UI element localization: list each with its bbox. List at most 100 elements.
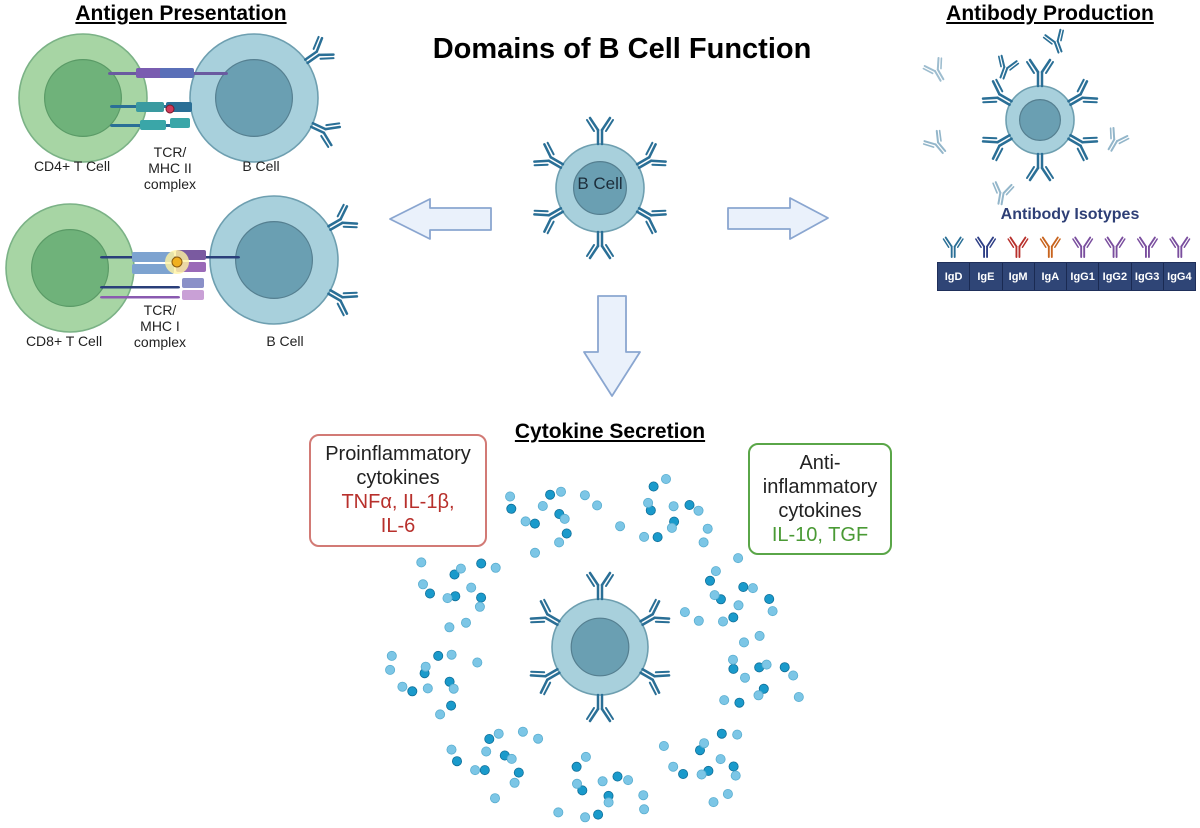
cytokine-dot-6-13	[533, 733, 544, 744]
cytokine-dot-0-3	[561, 528, 572, 539]
arrow-down	[583, 295, 641, 397]
cytokine-dot-8-9	[699, 738, 710, 749]
cytokine-dot-6-11	[509, 777, 520, 788]
cytokine-dot-6-12	[446, 744, 457, 755]
mhc2-complex-line1: TCR/	[153, 144, 187, 160]
cytokine-dot-5-2	[728, 663, 739, 674]
cytokine-dot-2-13	[444, 622, 455, 633]
b-cell-center-antibody-icon-3	[586, 230, 614, 260]
b-cell-bottom-antibody-icon-1	[327, 289, 359, 317]
isotype-icon-iga	[1039, 236, 1061, 258]
cytokine-dot-6-8	[506, 753, 517, 764]
cytokine-dot-7-11	[580, 812, 591, 823]
cytokine-dot-2-7	[466, 582, 477, 593]
cytokine-dot-6-2	[484, 734, 495, 745]
isotype-icon-igg2	[1104, 236, 1126, 258]
cytokine-dot-6-6	[489, 793, 500, 804]
cytokine-dot-1-3	[652, 532, 663, 543]
cytokine-dot-3-4	[764, 594, 775, 605]
cytokine-dot-2-12	[490, 562, 501, 573]
cytokine-dot-5-5	[739, 637, 750, 648]
cytokine-dot-5-4	[734, 697, 745, 708]
b-cell-label-bottom: B Cell	[266, 333, 304, 349]
cd4-t-cell-label: CD4+ T Cell	[33, 158, 111, 174]
anti-cytokines-label: cytokines	[778, 500, 862, 522]
cytokine-dot-4-8	[420, 661, 431, 672]
proinflammatory-list-1: TNFα, IL-1β,	[341, 491, 455, 513]
cytokine-dot-6-3	[513, 767, 524, 778]
isotype-cell-igm: IgM	[1002, 263, 1035, 290]
mhc1-complex-line2: MHC I	[140, 318, 180, 335]
tcr-mhc2-segment-2	[160, 68, 194, 78]
cytokine-dot-8-8	[696, 769, 707, 780]
antibody-isotypes-title: Antibody Isotypes	[1000, 206, 1140, 223]
cytokine-dot-7-8	[603, 797, 614, 808]
cytokine-dot-4-7	[422, 683, 433, 694]
cytokine-dot-2-1	[449, 569, 460, 580]
cytokine-dot-5-3	[779, 662, 790, 673]
cytokine-dot-0-1	[529, 518, 540, 529]
antibody-production-heading: Antibody Production	[946, 2, 1154, 25]
cytokine-dot-5-13	[754, 630, 765, 641]
b-cell-bottom-antibody-icon-0	[327, 203, 359, 231]
b-cell-top-antibody-icon-1	[309, 121, 342, 148]
b-cell-cytokine-antibody-icon-2	[639, 668, 671, 696]
isotype-cell-ige: IgE	[970, 263, 1003, 290]
mhc2-complex-line2: MHC II	[148, 160, 192, 177]
cytokine-dot-4-2	[407, 686, 418, 697]
b-cell-center-antibody-icon-5	[533, 141, 565, 169]
free-antibody-icon-2	[997, 54, 1020, 80]
cytokine-dot-0-11	[554, 537, 565, 548]
b-cell-antibody-production-antibody-icon-1	[1067, 78, 1099, 106]
cytokine-dot-0-13	[592, 500, 603, 511]
cytokine-dot-3-7	[733, 600, 744, 611]
tcr-mhc2-segment-1	[136, 68, 164, 78]
isotype-icon-igg3	[1136, 236, 1158, 258]
cytokine-dot-8-11	[668, 761, 679, 772]
antigen-peptide-bottom	[171, 256, 183, 268]
b-cell-top-nucleus	[215, 58, 294, 138]
cytokine-dot-2-8	[442, 593, 453, 604]
b-cell-antibody-production-nucleus	[1018, 98, 1061, 141]
tcr-mhc1-segment-5	[182, 278, 204, 288]
free-antibody-icon-5	[992, 181, 1015, 206]
isotype-cell-igg2: IgG2	[1099, 263, 1132, 290]
free-antibody-icon-3	[1107, 126, 1130, 152]
cytokine-dot-7-7	[597, 776, 608, 787]
cytokine-dot-2-2	[476, 592, 487, 603]
isotype-icon-ige	[975, 236, 997, 258]
b-cell-antibody-production-antibody-icon-5	[981, 78, 1013, 106]
proinflammatory-cytokines-label: cytokines	[356, 467, 440, 489]
cytokine-dot-1-4	[648, 481, 659, 492]
cytokine-dot-2-6	[416, 557, 427, 568]
cytokine-dot-8-4	[716, 728, 727, 739]
cytokine-dot-7-1	[577, 785, 588, 796]
isotype-cell-igg3: IgG3	[1131, 263, 1164, 290]
b-cell-top-antibody-icon-0	[304, 35, 335, 65]
b-cell-antibody-production-antibody-icon-3	[1026, 152, 1054, 182]
b-cell-antibody-production-antibody-icon-0	[1026, 58, 1054, 88]
cytokine-dot-7-12	[580, 751, 591, 762]
cytokine-dot-5-1	[758, 683, 769, 694]
cytokine-dot-1-7	[668, 501, 679, 512]
cytokine-dot-0-7	[537, 500, 548, 511]
cytokine-dot-6-10	[493, 728, 504, 739]
isotype-icon-igg4	[1169, 236, 1191, 258]
b-cell-center-antibody-icon-4	[533, 207, 565, 235]
mhc1-complex-label: TCR/ MHC I complex	[120, 302, 200, 350]
cytokine-dot-0-12	[505, 491, 516, 502]
tcr-mhc1-segment-3	[132, 264, 174, 274]
cytokine-dot-5-12	[719, 695, 730, 706]
cytokine-dot-0-10	[556, 486, 567, 497]
cytokine-dot-8-5	[722, 789, 733, 800]
tcr-mhc1-segment-6	[182, 290, 204, 300]
b-cell-cytokine-antibody-icon-0	[586, 571, 614, 601]
b-cell-center-antibody-icon-1	[635, 141, 667, 169]
cytokine-dot-4-5	[385, 664, 396, 675]
arrow-left	[389, 198, 492, 240]
cytokine-dot-8-7	[715, 754, 726, 765]
cytokine-dot-0-9	[520, 516, 531, 527]
